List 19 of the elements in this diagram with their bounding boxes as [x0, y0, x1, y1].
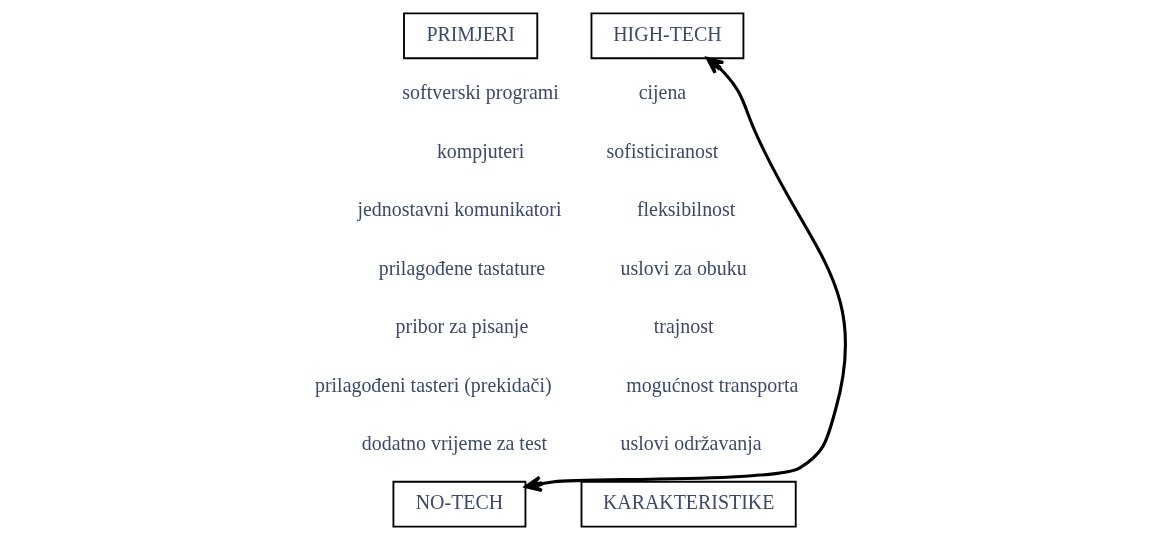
arrow	[524, 56, 847, 493]
node-box: NO-TECH	[392, 480, 527, 528]
label: cijena	[638, 81, 687, 104]
label: kompjuteri	[436, 139, 525, 162]
label: sofisticiranost	[606, 139, 719, 162]
label: prilagođeni tasteri (prekidači)	[314, 373, 552, 396]
label: uslovi za obuku	[620, 256, 747, 279]
node-box: PRIMJERI	[403, 12, 539, 60]
node-box: KARAKTERISTIKE	[580, 480, 797, 528]
label: prilagođene tastature	[378, 256, 546, 279]
label: dodatno vrijeme za test	[361, 432, 548, 455]
label: trajnost	[653, 315, 714, 338]
label: pribor za pisanje	[395, 315, 529, 338]
label: uslovi održavanja	[620, 432, 762, 455]
node-box: HIGH-TECH	[590, 12, 745, 60]
label: fleksibilnost	[636, 198, 736, 221]
label: mogućnost transporta	[626, 373, 799, 396]
label: softverski programi	[402, 81, 559, 104]
label: jednostavni komunikatori	[357, 198, 562, 221]
